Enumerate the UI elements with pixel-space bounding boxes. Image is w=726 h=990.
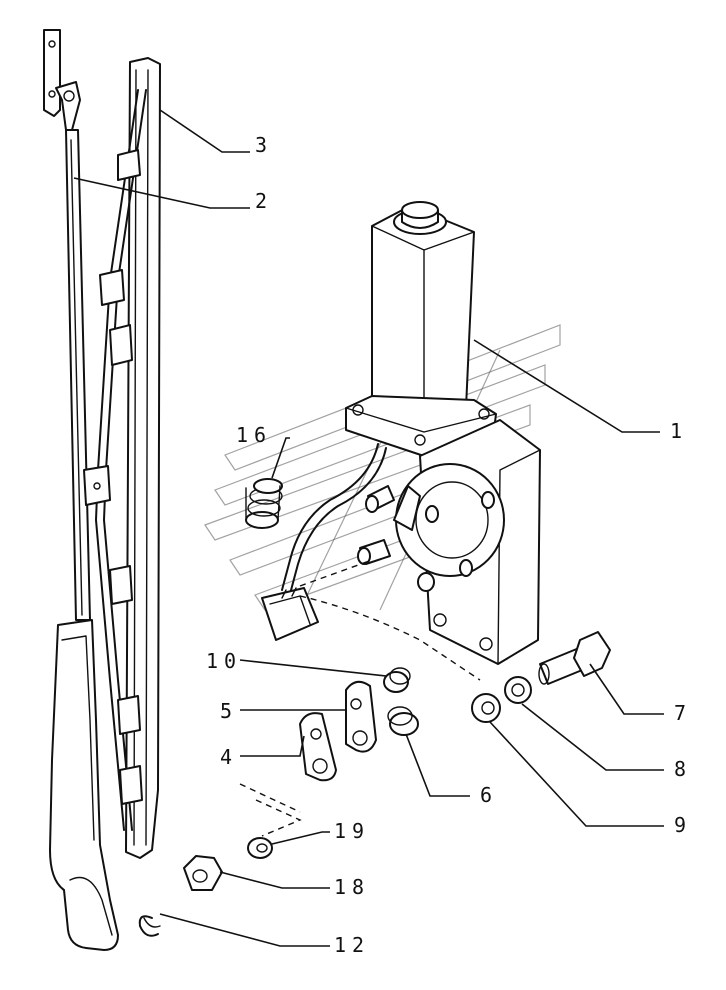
- callout-2: 2: [255, 189, 273, 213]
- grommet: [245, 478, 283, 529]
- bolt-7: [538, 631, 611, 685]
- link-plate-5: [345, 680, 377, 753]
- washer-8: [504, 676, 532, 704]
- nut-18: [183, 855, 223, 891]
- callout-9: 9: [674, 813, 692, 837]
- callout-5: 5: [220, 699, 238, 723]
- wiper-motor: [261, 201, 541, 665]
- callout-19: 19: [334, 819, 370, 843]
- wiper-blade: [83, 57, 161, 859]
- callout-7: 7: [674, 701, 692, 725]
- callout-3: 3: [255, 133, 273, 157]
- washer-19: [247, 837, 273, 859]
- washer-9: [471, 693, 501, 723]
- leader-lines: [73, 109, 664, 947]
- callout-1: 1: [670, 419, 688, 443]
- bushing-10: [383, 667, 411, 693]
- bushing-6: [387, 706, 419, 736]
- callout-8: 8: [674, 757, 692, 781]
- callout-10: 10: [206, 649, 242, 673]
- link-plate-4: [299, 712, 337, 782]
- callout-16: 16: [236, 423, 272, 447]
- wiper-arm: [43, 29, 119, 951]
- clip-12: [138, 915, 161, 937]
- callout-18: 18: [334, 875, 370, 899]
- callout-12: 12: [334, 933, 370, 957]
- callout-labels: 3 2 1 16 10 5 4 6 7 8 9 19 18 12: [206, 133, 692, 957]
- callout-6: 6: [480, 783, 498, 807]
- callout-4: 4: [220, 745, 238, 769]
- assembly-lines: [239, 559, 481, 837]
